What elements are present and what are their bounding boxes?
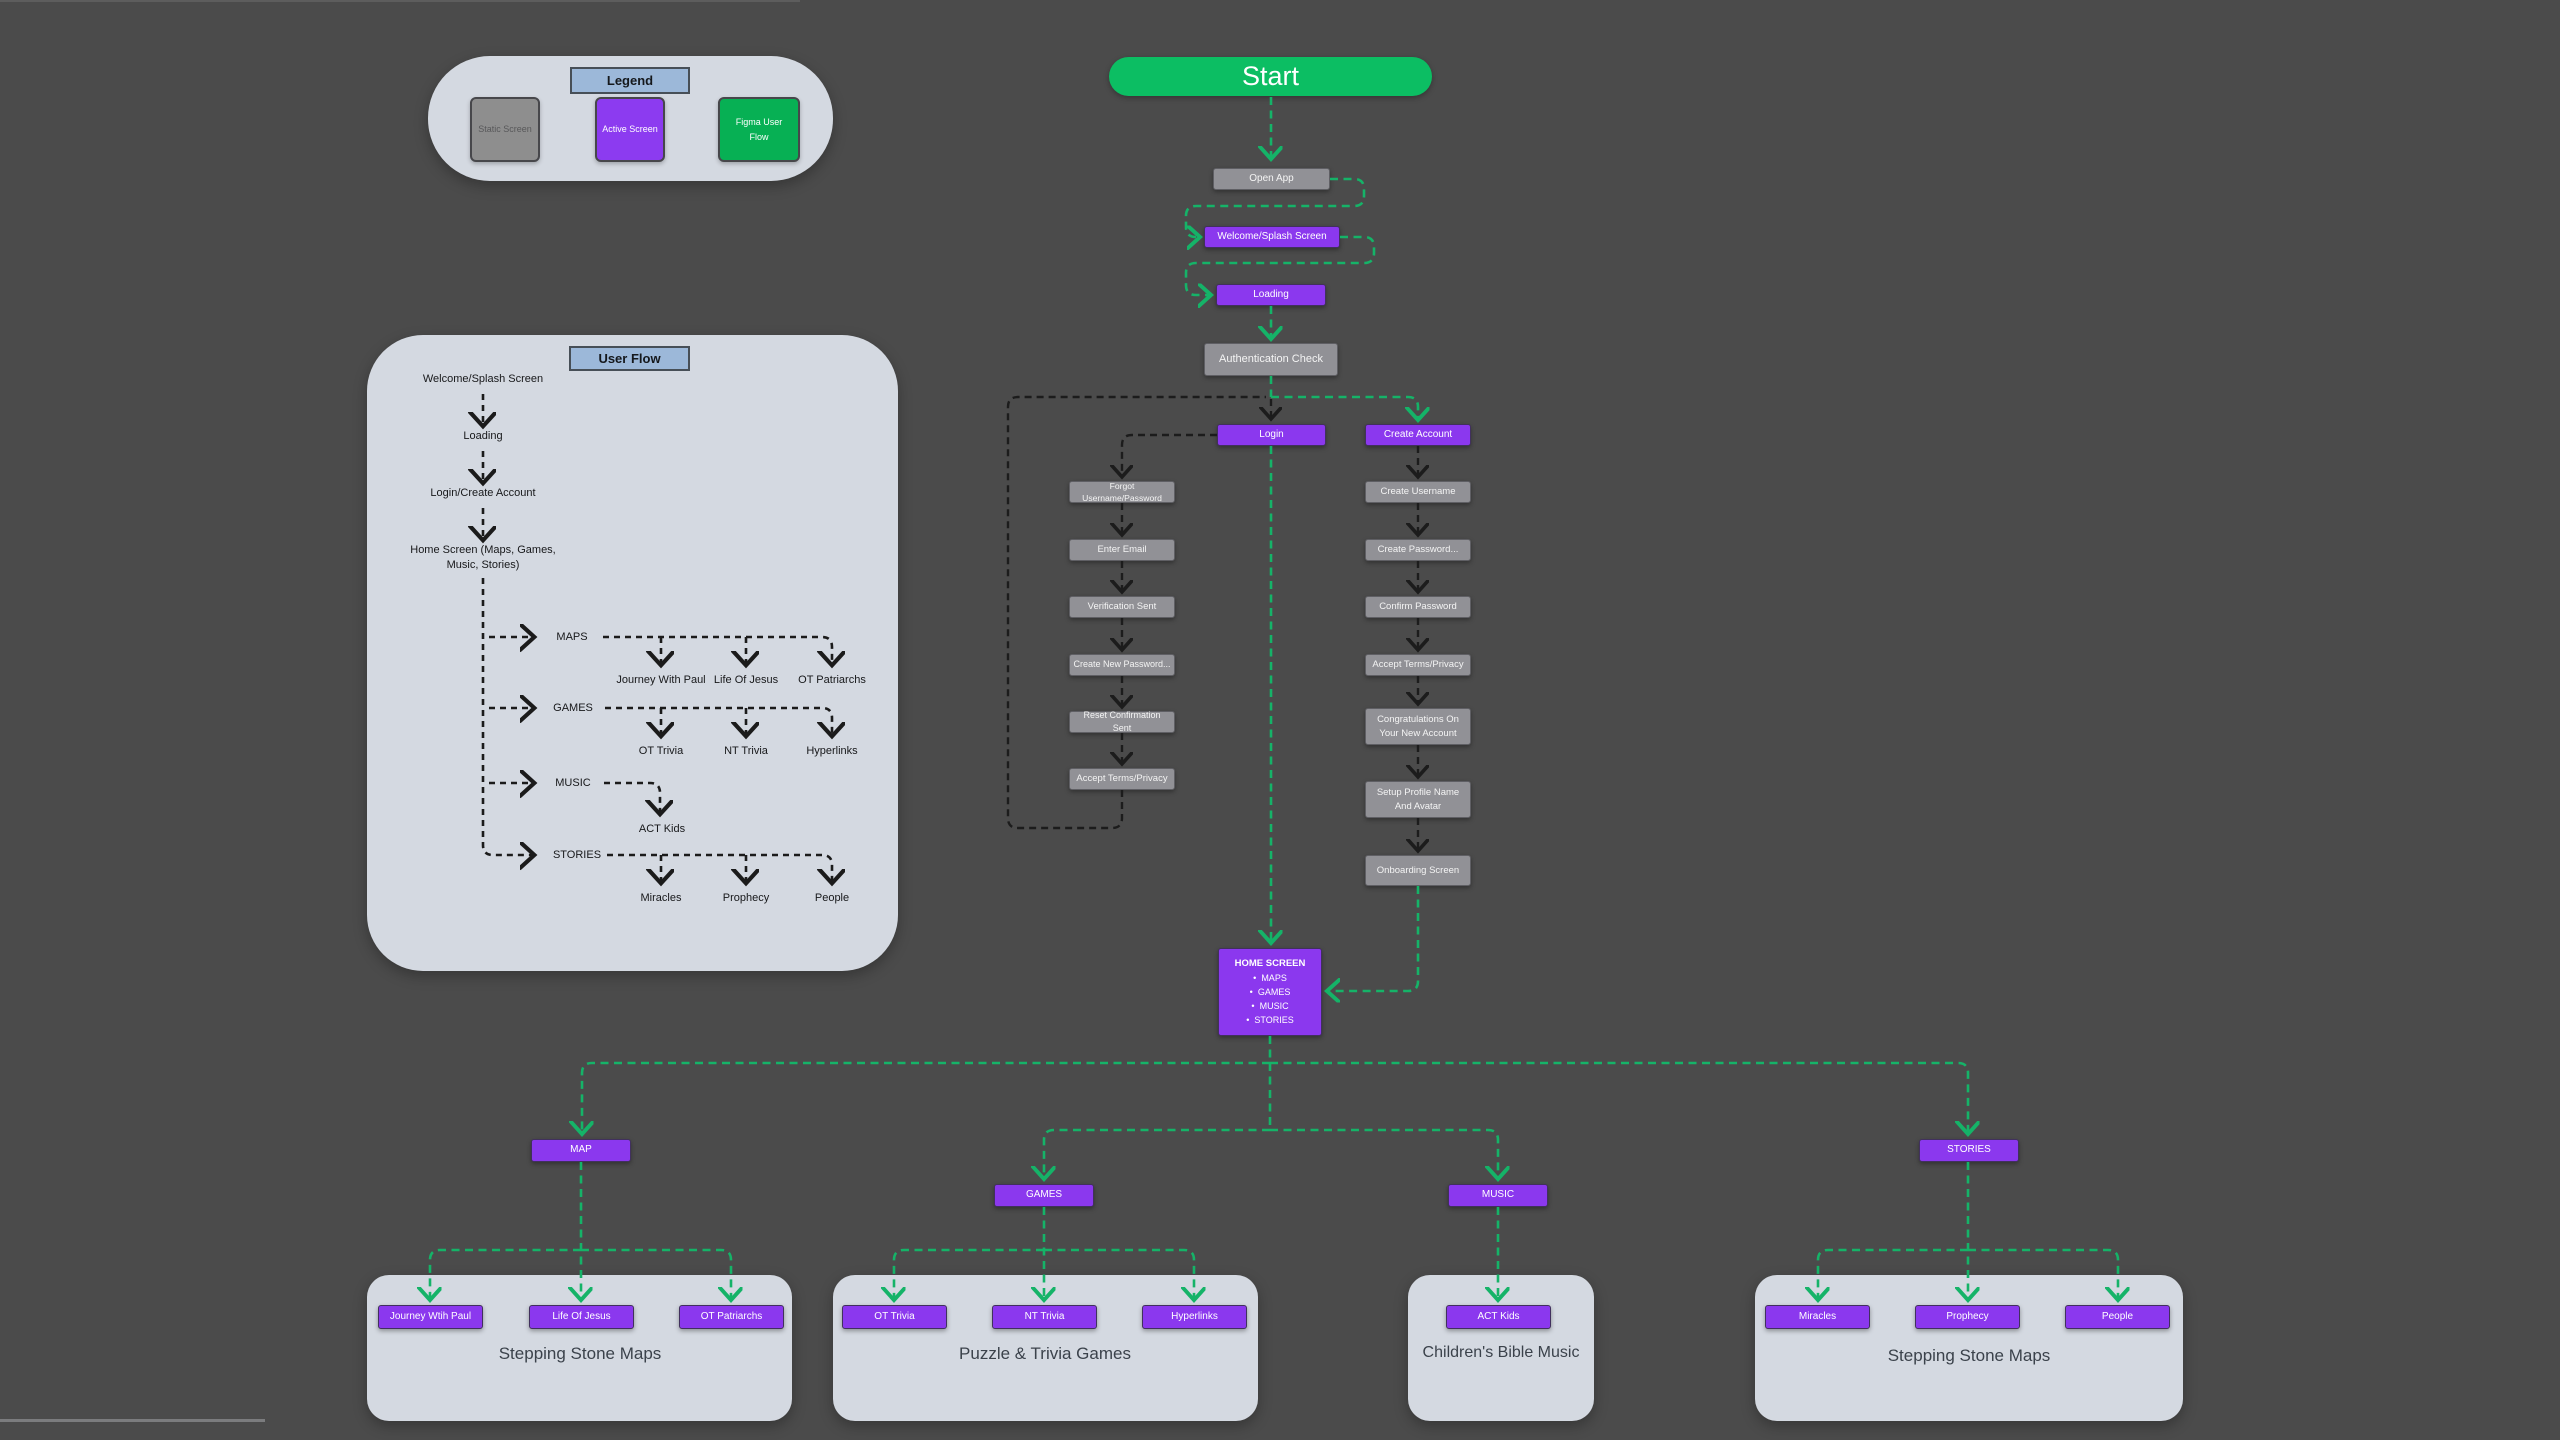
create-account-node[interactable]: Create Account [1365,424,1471,446]
uf-games-child-nt-trivia: NT Trivia [724,745,768,757]
onboarding-screen-node[interactable]: Onboarding Screen [1365,855,1471,886]
uf-stories-child-prophecy: Prophecy [722,892,770,904]
stories-category-node[interactable]: STORIES [1919,1139,2019,1162]
uf-step-loading: Loading [463,430,503,442]
uf-step-home-screen: Home Screen (Maps, Games, Music, Stories… [410,544,556,571]
games-section-label: Puzzle & Trivia Games [959,1344,1131,1363]
hyperlinks-node[interactable]: Hyperlinks [1142,1305,1247,1329]
accept-terms-privacy-signup-node[interactable]: Accept Terms/Privacy [1365,654,1471,676]
open-app-node[interactable]: Open App [1213,168,1330,190]
accept-terms-privacy-login-node[interactable]: Accept Terms/Privacy [1069,768,1175,790]
act-kids-node[interactable]: ACT Kids [1446,1305,1551,1329]
uf-branch-music: MUSIC [555,777,591,789]
legend-active-screen-swatch[interactable]: Active Screen [595,97,665,162]
home-screen-item-music: MUSIC [1251,999,1289,1013]
uf-maps-child-life: Life Of Jesus [713,674,779,686]
uf-step-welcome: Welcome/Splash Screen [422,373,544,385]
uf-branch-stories: STORIES [552,849,602,861]
forgot-username-password-node[interactable]: Forgot Username/Password [1069,481,1175,503]
stories-section-label: Stepping Stone Maps [1887,1346,2051,1365]
setup-profile-node[interactable]: Setup Profile Name And Avatar [1365,781,1471,818]
map-category-node[interactable]: MAP [531,1139,631,1162]
start-node[interactable]: Start [1109,57,1432,96]
uf-music-child-act-kids: ACT Kids [638,823,686,835]
legend-static-screen-swatch[interactable]: Static Screen [470,97,540,162]
create-new-password-node[interactable]: Create New Password... [1069,654,1175,676]
people-node[interactable]: People [2065,1305,2170,1329]
enter-email-node[interactable]: Enter Email [1069,539,1175,561]
maps-section-label: Stepping Stone Maps [498,1344,662,1363]
user-flow-panel[interactable] [367,335,898,971]
music-section-label: Children's Bible Music [1422,1344,1580,1361]
uf-branch-maps: MAPS [556,631,588,643]
prophecy-node[interactable]: Prophecy [1915,1305,2020,1329]
home-screen-item-games: GAMES [1250,985,1291,999]
home-screen-title: HOME SCREEN [1234,958,1306,969]
create-username-node[interactable]: Create Username [1365,481,1471,503]
uf-stories-child-miracles: Miracles [640,892,682,904]
uf-branch-games: GAMES [553,702,593,714]
music-category-node[interactable]: MUSIC [1448,1184,1548,1207]
confirm-password-node[interactable]: Confirm Password [1365,596,1471,618]
ot-trivia-node[interactable]: OT Trivia [842,1305,947,1329]
user-flow-title: User Flow [569,346,690,371]
uf-step-login-create: Login/Create Account [430,487,536,499]
nt-trivia-node[interactable]: NT Trivia [992,1305,1097,1329]
life-of-jesus-node[interactable]: Life Of Jesus [529,1305,634,1329]
journey-with-paul-node[interactable]: Journey Wtih Paul [378,1305,483,1329]
games-category-node[interactable]: GAMES [994,1184,1094,1207]
create-password-node[interactable]: Create Password... [1365,539,1471,561]
ot-patriarchs-node[interactable]: OT Patriarchs [679,1305,784,1329]
uf-stories-child-people: People [814,892,850,904]
legend-figma-user-flow-swatch[interactable]: Figma User Flow [718,97,800,162]
congratulations-node[interactable]: Congratulations On Your New Account [1365,708,1471,745]
uf-maps-child-patriarchs: OT Patriarchs [798,674,866,686]
miracles-node[interactable]: Miracles [1765,1305,1870,1329]
home-screen-item-maps: MAPS [1253,971,1287,985]
home-screen-node[interactable]: HOME SCREEN MAPS GAMES MUSIC STORIES [1218,948,1322,1036]
uf-games-child-ot-trivia: OT Trivia [638,745,684,757]
uf-maps-child-journey: Journey With Paul [616,674,706,686]
welcome-splash-node[interactable]: Welcome/Splash Screen [1204,226,1340,248]
login-node[interactable]: Login [1217,424,1326,446]
loading-node[interactable]: Loading [1216,284,1326,306]
legend-title: Legend [570,67,690,94]
home-screen-item-stories: STORIES [1246,1013,1293,1027]
uf-games-child-hyperlinks: Hyperlinks [806,745,858,757]
verification-sent-node[interactable]: Verification Sent [1069,596,1175,618]
authentication-check-node[interactable]: Authentication Check [1204,343,1338,376]
reset-confirmation-sent-node[interactable]: Reset Confirmation Sent [1069,710,1175,733]
